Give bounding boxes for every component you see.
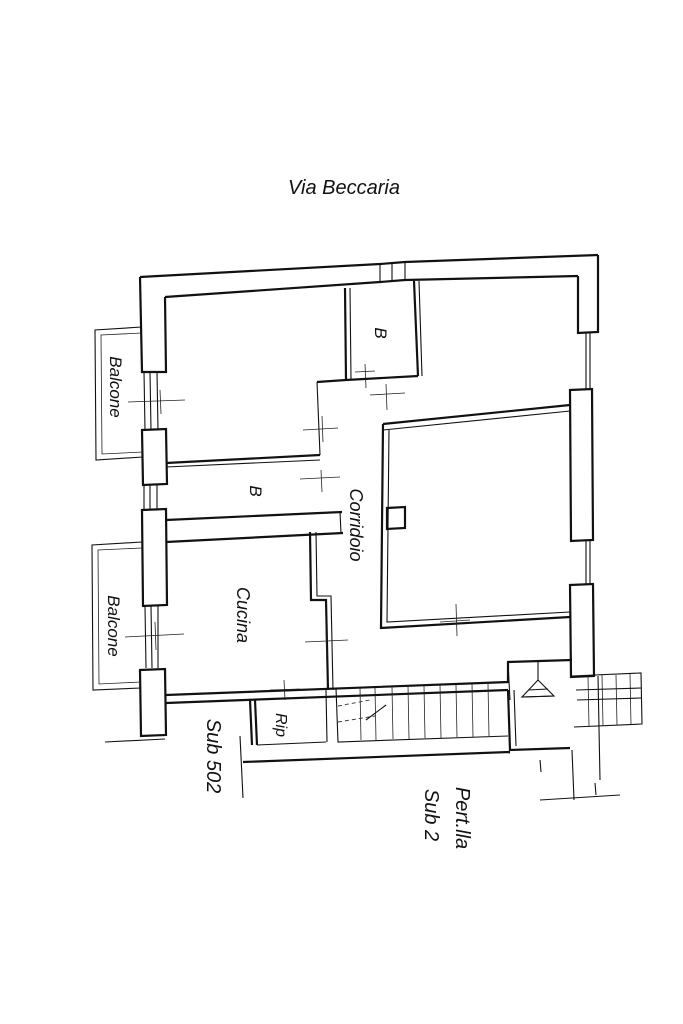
pertinenza-label: Pert.lla — [451, 787, 473, 849]
street-label: Via Beccaria — [288, 177, 400, 199]
stairs — [335, 660, 643, 743]
property-lines — [104, 675, 621, 801]
sub-2-label: Sub 2 — [420, 789, 442, 841]
balcony-top-label: Balcone — [106, 356, 125, 417]
balcony-top — [94, 326, 144, 461]
corridor-label: Corridoio — [346, 488, 366, 561]
sub-502-label: Sub 502 — [202, 719, 224, 794]
bathroom-top-label: B — [371, 327, 390, 338]
interior-walls — [165, 280, 571, 752]
kitchen-label: Cucina — [233, 587, 253, 643]
balcony-bottom-label: Balcone — [104, 595, 123, 656]
bathroom-middle-label: B — [246, 485, 265, 496]
opening-marks — [124, 363, 471, 701]
outer-walls — [138, 253, 600, 738]
storage-label: Rip — [272, 713, 289, 737]
balcony-bottom — [91, 541, 143, 691]
